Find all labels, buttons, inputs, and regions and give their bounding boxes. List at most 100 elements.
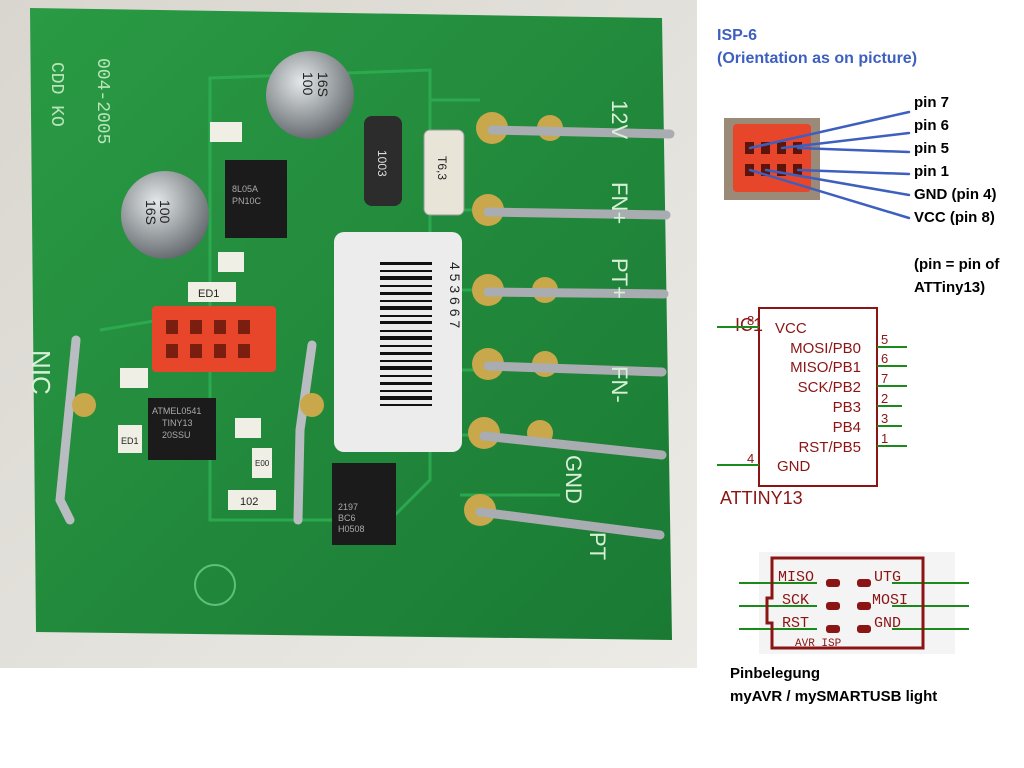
- cap1-text: 100: [300, 72, 316, 96]
- smd-misc3: [120, 368, 148, 388]
- ic-pin-3-num: 3: [881, 411, 888, 426]
- smd-ed1: [188, 282, 236, 302]
- ic-pin-pb3: PB3: [833, 399, 861, 416]
- ic-pin-4-num: 4: [747, 451, 754, 466]
- capacitor-c2: [121, 171, 209, 259]
- u1-text2: PN10C: [232, 196, 262, 206]
- u3-text2: BC6: [338, 513, 356, 523]
- pin-note-2: ATTiny13): [914, 279, 986, 296]
- attiny13-symbol: IC1 8 VCC 4 GND MOSI/PB0 MISO/PB1 SCK/PB…: [717, 307, 907, 508]
- schematic-panel: ISP-6 (Orientation as on picture) pin 7 …: [697, 0, 1024, 768]
- pin-label-gnd: GND (pin 4): [914, 186, 997, 203]
- pin-label-5: pin 5: [914, 140, 950, 157]
- isp-utg: UTG: [874, 569, 901, 586]
- isp-rst: RST: [782, 615, 809, 632]
- callout-line-pin7: [748, 110, 911, 150]
- pad-fn-plus: FN+: [607, 182, 632, 224]
- pad-pt: PT: [585, 532, 610, 560]
- capacitor-c1: [266, 51, 354, 139]
- u2-text2: TINY13: [162, 418, 193, 428]
- avr-isp-outline: [765, 556, 925, 650]
- isp-subtitle: (Orientation as on picture): [717, 50, 918, 67]
- ic-pin-2-num: 2: [881, 391, 888, 406]
- isp-mosi: MOSI: [872, 592, 908, 609]
- smd-ed1b: [118, 425, 142, 453]
- fuse-label: T6,3: [435, 156, 449, 180]
- callout-line-vcc: [748, 168, 911, 220]
- isp-sck: SCK: [782, 592, 809, 609]
- caption-line-2: myAVR / mySMARTUSB light: [730, 688, 938, 705]
- smd-ed1b-label: ED1: [121, 436, 139, 446]
- smd-misc2: [218, 252, 244, 272]
- smd-misc4: [235, 418, 261, 438]
- connector-callout: [724, 110, 911, 220]
- pin-label-vcc: VCC (pin 8): [914, 209, 995, 226]
- callout-line-pin5: [796, 146, 911, 154]
- pin-label-1: pin 1: [914, 163, 950, 180]
- resistor-label: 1003: [375, 150, 389, 177]
- smd-102: [228, 490, 276, 510]
- chip-u3: [332, 463, 396, 545]
- pcb-photo: 004-2005 CDD KO NIC 100 16S 100 16S T6,3…: [0, 0, 697, 668]
- pad-pt-plus: PT+: [607, 258, 632, 299]
- smd-ed1-label: ED1: [198, 288, 219, 300]
- caption-line-1: Pinbelegung: [730, 665, 820, 682]
- smd-102-label: 102: [240, 496, 258, 508]
- callout-line-gnd: [764, 168, 911, 197]
- chip-u1: [225, 160, 287, 238]
- smd-e00: [252, 448, 272, 478]
- cap1-text2: 16S: [315, 72, 331, 97]
- silk-year: 004-2005: [92, 58, 112, 144]
- u3-text: 2197: [338, 502, 358, 512]
- chip-attiny13: [148, 398, 216, 460]
- ic-ref: IC1: [735, 315, 763, 335]
- smd-misc1: [210, 122, 242, 142]
- ic-pin-pb4: PB4: [833, 419, 861, 436]
- pad-fn-minus: FN-: [607, 366, 632, 403]
- wire-link-left: [55, 335, 81, 525]
- pin-note-1: (pin = pin of: [914, 256, 1000, 273]
- ic-pin-7-num: 7: [881, 371, 888, 386]
- barcode: [380, 262, 432, 406]
- u2-text: ATMEL0541: [152, 406, 201, 416]
- cap2-text2: 16S: [143, 200, 159, 225]
- pin-label-7: pin 7: [914, 94, 950, 111]
- header-pins: [464, 112, 675, 540]
- ic-part: ATTINY13: [720, 488, 803, 508]
- ic-pin-rst: RST/PB5: [798, 439, 861, 456]
- fuse: [423, 129, 465, 216]
- callout-line-pin1: [796, 168, 911, 176]
- isp-title: ISP-6: [717, 27, 758, 44]
- ic-pin-6-num: 6: [881, 351, 888, 366]
- isp-gnd: GND: [874, 615, 901, 632]
- ic-pin-5-num: 5: [881, 332, 888, 347]
- isp-connector-photo: [152, 306, 276, 372]
- barcode-digits: 4 5 3 6 6 7: [447, 262, 463, 328]
- pad-12v: 12V: [607, 100, 632, 139]
- board-logo: [194, 564, 236, 606]
- ic-pin-1-num: 1: [881, 431, 888, 446]
- connector-closeup: [733, 124, 811, 192]
- wire-link-mid: [293, 340, 317, 525]
- pin-label-6: pin 6: [914, 117, 950, 134]
- resistor-1003: [364, 116, 402, 206]
- ic-pin-mosi: MOSI/PB0: [790, 340, 861, 357]
- u3-text3: H0508: [338, 524, 365, 534]
- ic-pin-sck: SCK/PB2: [798, 379, 861, 396]
- silk-code: CDD KO: [46, 62, 66, 127]
- smd-e00-label: E00: [255, 459, 270, 468]
- cap2-text: 100: [157, 200, 173, 224]
- ic-body: [758, 307, 878, 487]
- ic-pin-gnd: GND: [777, 458, 811, 475]
- callout-line-pin6: [780, 131, 911, 150]
- ic-pin-8-num: 8: [747, 313, 754, 328]
- ic-pin-vcc: VCC: [775, 320, 807, 337]
- ic-pin-miso: MISO/PB1: [790, 359, 861, 376]
- u2-text3: 20SSU: [162, 430, 191, 440]
- isp-miso: MISO: [778, 569, 814, 586]
- silk-nic: NIC: [26, 350, 56, 395]
- avr-isp-symbol: MISO SCK RST UTG MOSI GND AVR ISP: [739, 552, 969, 654]
- isp-label: AVR ISP: [795, 638, 842, 650]
- u1-text: 8L05A: [232, 184, 258, 194]
- pad-gnd: GND: [561, 455, 586, 504]
